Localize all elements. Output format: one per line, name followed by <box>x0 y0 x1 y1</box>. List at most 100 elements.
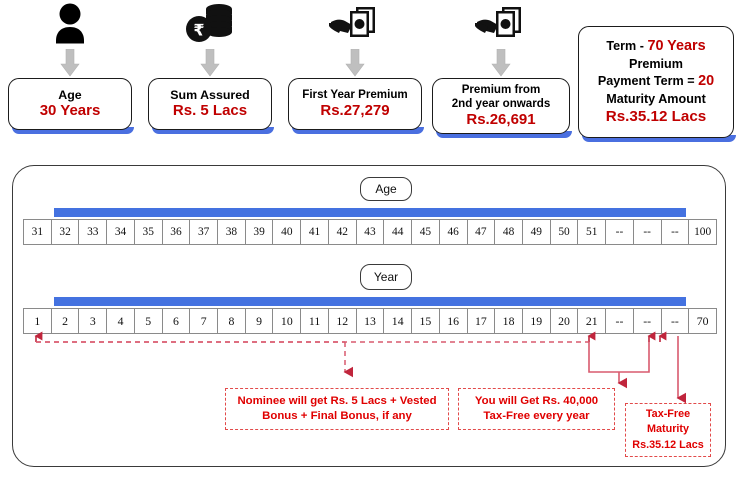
top-summary-row: Age 30 Years <box>0 0 740 152</box>
age-cell-12: 43 <box>357 220 385 244</box>
age-cell-21: -- <box>606 220 634 244</box>
hand-cash-icon <box>432 0 570 48</box>
year-cell-11: 12 <box>329 309 357 333</box>
age-cell-23: -- <box>662 220 690 244</box>
year-cell-0: 1 <box>24 309 52 333</box>
person-icon <box>8 0 132 48</box>
year-cell-2: 3 <box>79 309 108 333</box>
year-cell-21: -- <box>606 309 634 333</box>
callout-annual-line1: You will Get Rs. 40,000 <box>474 394 599 407</box>
maturity-amount-label: Maturity Amount <box>606 91 706 106</box>
age-pill: Age <box>360 177 412 201</box>
callout-maturity-line2: Maturity <box>647 423 689 436</box>
card-age: Age 30 Years <box>8 78 134 134</box>
maturity-amount-value: Rs.35.12 Lacs <box>605 108 707 126</box>
year-cell-7: 8 <box>218 309 246 333</box>
age-cell-14: 45 <box>412 220 440 244</box>
term-value: 70 Years <box>647 38 706 55</box>
svg-text:₹: ₹ <box>193 21 204 40</box>
year-cell-17: 18 <box>495 309 523 333</box>
card-age-value: 30 Years <box>39 102 101 120</box>
year-row-blue-bar <box>54 297 686 306</box>
age-cell-5: 36 <box>163 220 191 244</box>
card-first-year-premium-value: Rs.27,279 <box>320 101 390 119</box>
age-cell-18: 49 <box>523 220 551 244</box>
year-cell-8: 9 <box>246 309 274 333</box>
card-renewal-premium-value: Rs.26,691 <box>466 110 536 128</box>
year-cell-18: 19 <box>523 309 551 333</box>
callout-maturity-line1: Tax-Free <box>645 408 691 421</box>
year-pill: Year <box>360 264 412 290</box>
callout-maturity: Tax-Free Maturity Rs.35.12 Lacs <box>625 403 711 457</box>
year-cell-4: 5 <box>135 309 163 333</box>
rupee-coins-icon: ₹ <box>148 0 272 48</box>
hand-cash-icon <box>288 0 422 48</box>
age-cell-9: 40 <box>273 220 302 244</box>
premium-word: Premium <box>629 56 683 71</box>
year-cell-12: 13 <box>357 309 385 333</box>
year-cell-15: 16 <box>440 309 468 333</box>
age-cell-13: 44 <box>384 220 413 244</box>
year-cell-13: 14 <box>384 309 413 333</box>
payment-term-value: 20 <box>698 73 715 90</box>
callout-annual-line2: Tax-Free every year <box>483 410 590 422</box>
term-line: Term - 70 Years <box>606 37 705 56</box>
age-cell-8: 39 <box>246 220 274 244</box>
age-cell-16: 47 <box>468 220 496 244</box>
card-first-year-premium-label: First Year Premium <box>302 88 408 102</box>
age-cell-3: 34 <box>107 220 135 244</box>
payment-term-line: Payment Term = 20 <box>598 72 714 91</box>
age-cell-2: 33 <box>79 220 108 244</box>
age-cell-20: 51 <box>578 220 607 244</box>
year-cell-5: 6 <box>163 309 191 333</box>
year-cell-22: -- <box>634 309 662 333</box>
card-first-year-premium: First Year Premium Rs.27,279 <box>288 78 424 134</box>
age-cell-17: 48 <box>495 220 523 244</box>
age-cell-4: 35 <box>135 220 163 244</box>
year-cell-14: 15 <box>412 309 440 333</box>
card-renewal-premium-label-1: Premium from <box>461 83 541 97</box>
year-cell-9: 10 <box>273 309 302 333</box>
down-arrow-icon <box>148 48 272 78</box>
age-cell-6: 37 <box>190 220 219 244</box>
payment-term-label: Payment Term = <box>597 74 699 89</box>
age-cell-1: 32 <box>52 220 80 244</box>
age-cell-10: 41 <box>301 220 329 244</box>
top-card-term-maturity: Term - 70 Years Premium Payment Term = 2… <box>578 26 736 142</box>
card-renewal-premium: Premium from 2nd year onwards Rs.26,691 <box>432 78 572 138</box>
age-row-blue-bar <box>54 208 686 217</box>
year-cell-19: 20 <box>551 309 579 333</box>
year-cell-10: 11 <box>301 309 329 333</box>
year-cell-6: 7 <box>190 309 219 333</box>
age-cell-15: 46 <box>440 220 468 244</box>
top-card-renewal-premium: Premium from 2nd year onwards Rs.26,691 <box>432 0 572 138</box>
year-cell-3: 4 <box>107 309 135 333</box>
age-cell-22: -- <box>634 220 662 244</box>
year-cell-1: 2 <box>52 309 80 333</box>
year-cell-23: -- <box>662 309 690 333</box>
callout-maturity-line3: Rs.35.12 Lacs <box>632 438 704 451</box>
year-cell-20: 21 <box>578 309 607 333</box>
term-label: Term - <box>606 39 648 54</box>
down-arrow-icon <box>8 48 132 78</box>
age-cell-19: 50 <box>551 220 579 244</box>
callout-nominee: Nominee will get Rs. 5 Lacs + Vested Bon… <box>225 388 449 430</box>
down-arrow-icon <box>432 48 570 78</box>
age-cell-7: 38 <box>218 220 246 244</box>
callout-nominee-line1: Nominee will get Rs. 5 Lacs + Vested <box>237 394 437 407</box>
top-card-sum-assured: ₹ Sum Assured Rs. 5 Lacs <box>148 0 274 134</box>
callout-nominee-line2: Bonus + Final Bonus, if any <box>262 410 412 422</box>
top-card-first-year-premium: First Year Premium Rs.27,279 <box>288 0 424 134</box>
top-card-age: Age 30 Years <box>8 0 134 134</box>
card-renewal-premium-label-2: 2nd year onwards <box>451 97 551 111</box>
card-term-maturity: Term - 70 Years Premium Payment Term = 2… <box>578 26 736 142</box>
age-cell-11: 42 <box>329 220 357 244</box>
year-cell-24: 70 <box>696 313 709 328</box>
age-cell-0: 31 <box>24 220 52 244</box>
card-age-label: Age <box>58 87 82 102</box>
callout-annual-payout: You will Get Rs. 40,000 Tax-Free every y… <box>458 388 615 430</box>
